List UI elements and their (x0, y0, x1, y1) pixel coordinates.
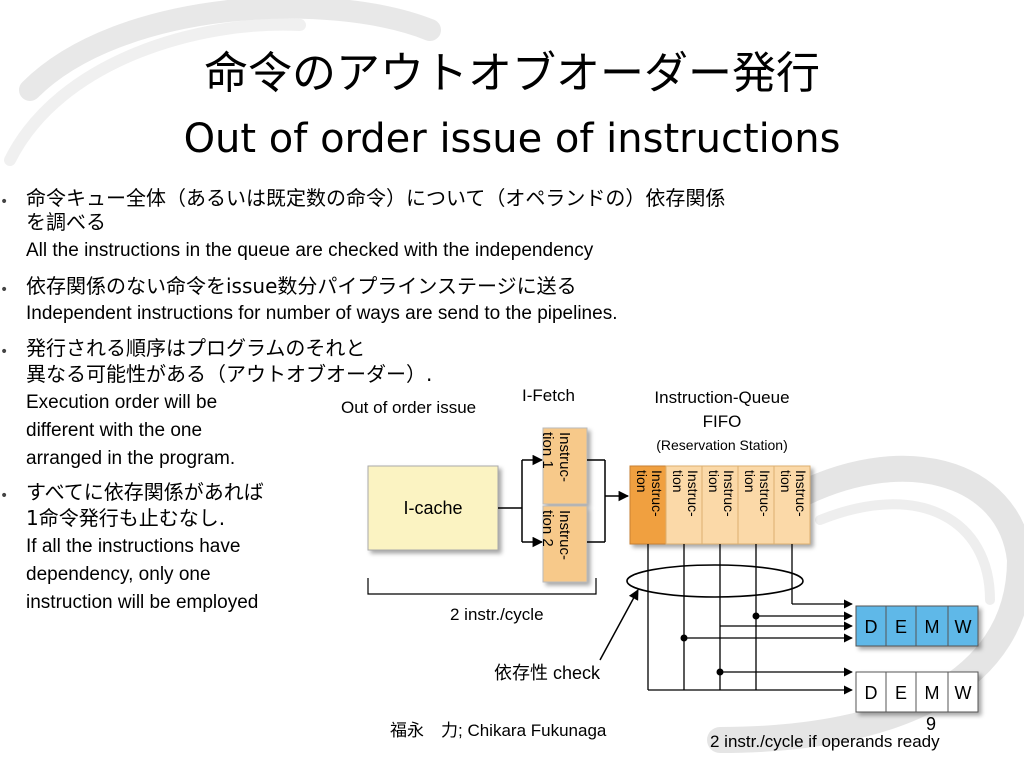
bullet-1-en: All the instructions in the queue are ch… (26, 240, 594, 261)
pipeline-1-stage-e: E (895, 617, 907, 637)
label-fetch-rate: 2 instr./cycle (450, 605, 544, 624)
bullet-4-jp-line2: 1命令発行も止むなし. (26, 506, 226, 530)
bullet-4-jp-line1: すべてに依存関係があれば (26, 480, 264, 504)
svg-text:Instruc-tion: Instruc-tion (634, 470, 665, 517)
pipeline-2-dividers (885, 672, 949, 712)
bullet-4-en-line2: dependency, only one (26, 564, 211, 585)
fetch-bracket (367, 578, 597, 595)
bullet-3-jp-line1: 発行される順序はプログラムのそれと (26, 336, 366, 360)
arrow-dependency-check (599, 589, 639, 661)
label-dependency-check: 依存性 check (494, 663, 601, 683)
svg-text:Instruc-tion: Instruc-tion (706, 470, 737, 517)
pipeline-1-stage-w: W (955, 617, 972, 637)
fetch-slot-1-label: Instruc-tion 1 (539, 432, 573, 482)
bullet-3-en-line3: arranged in the program. (26, 448, 236, 469)
svg-text:Instruc-tion: Instruc-tion (778, 470, 809, 517)
icache-box (367, 465, 499, 551)
slide-title-japanese: 命令のアウトオブオーダー発行 (204, 48, 820, 99)
label-issue-rate: 2 instr./cycle if operands ready (710, 732, 940, 751)
dependency-check-ellipse (626, 564, 804, 598)
svg-text:Instruc-tion: Instruc-tion (670, 470, 701, 517)
bullet-2-jp: 依存関係のない命令をissue数分パイプラインステージに送る (26, 274, 577, 298)
queue-slot-labels: Instruc-tion Instruc-tion Instruc-tion I… (634, 470, 809, 517)
svg-text:Instruc-tion: Instruc-tion (742, 470, 773, 517)
pipeline-2 (855, 671, 979, 713)
bullet-2-en: Independent instructions for number of w… (26, 303, 618, 324)
pipeline-2-stage-m: M (925, 683, 940, 703)
pipeline-1-stage-m: M (925, 617, 940, 637)
bullet-1-jp-line2: を調べる (26, 210, 106, 234)
queue-slot (701, 465, 739, 545)
fetch-slot-2-label: Instruc-tion 2 (539, 510, 573, 560)
bullet-3-en-line1: Execution order will be (26, 392, 218, 413)
queue-slot (737, 465, 775, 545)
pipeline-1-stage-d: D (865, 617, 878, 637)
junction-dots (680, 612, 760, 676)
icache-label: I-cache (403, 498, 462, 518)
queue-output-lines (647, 544, 853, 695)
slide-title-english: Out of order issue of instructions (183, 116, 841, 162)
pipeline-2-stage-d: D (865, 683, 878, 703)
bullet-3-jp-line2: 異なる可能性がある（アウトオブオーダー）. (26, 362, 433, 386)
bullet-3-en-line2: different with the one (26, 420, 203, 441)
pipeline-1-box (855, 605, 979, 647)
pipeline-2-stage-e: E (895, 683, 907, 703)
label-i-fetch: I-Fetch (522, 386, 575, 405)
bullet-4-en-line3: instruction will be employed (26, 592, 259, 613)
label-reservation-station: (Reservation Station) (656, 437, 788, 453)
label-out-of-order-issue: Out of order issue (341, 398, 476, 417)
pipeline-2-box (855, 671, 979, 713)
bullet-1-jp-line1: 命令キュー全体（あるいは既定数の命令）について（オペランドの）依存関係 (26, 186, 726, 210)
pipeline-1 (855, 605, 979, 647)
label-instruction-queue: Instruction-Queue (654, 388, 789, 407)
fetch-slot-1 (542, 427, 588, 505)
queue-slot (665, 465, 703, 545)
fetch-slot-2 (542, 505, 588, 583)
bullet-4-en-line1: If all the instructions have (26, 536, 241, 557)
page-number: 9 (926, 714, 937, 734)
label-fifo: FIFO (703, 412, 742, 431)
pipeline-1-dividers (885, 606, 949, 646)
footer-author: 福永 力; Chikara Fukunaga (390, 721, 607, 740)
pipeline-2-stage-w: W (955, 683, 972, 703)
